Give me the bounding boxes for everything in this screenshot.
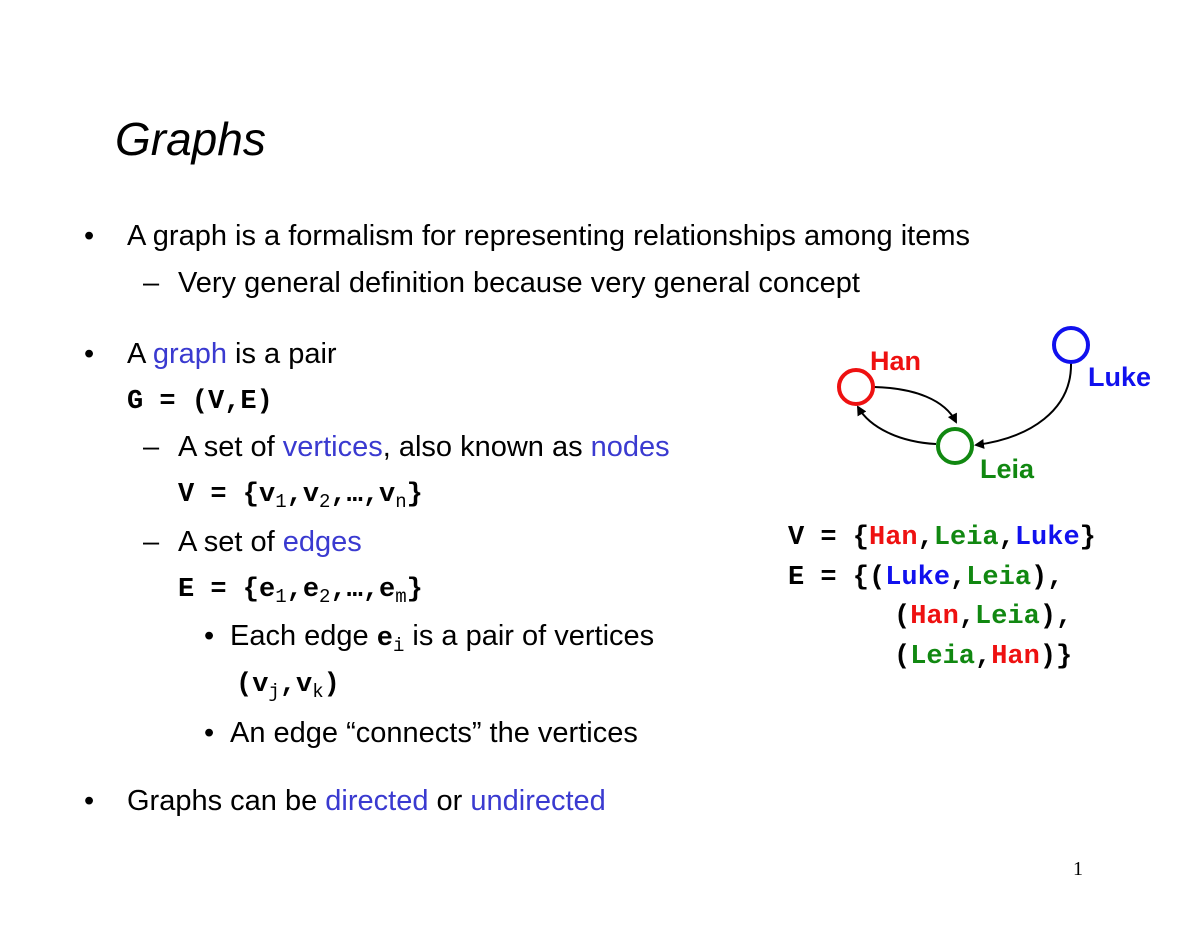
- subscript: 2: [319, 586, 331, 608]
- text-segment: ,v: [286, 480, 320, 510]
- dash-glyph: –: [143, 267, 160, 299]
- text-segment: V = {v: [178, 480, 276, 510]
- term-vertices: vertices: [282, 431, 383, 463]
- edge-set-line-2: (Han,Leia),: [894, 602, 1072, 632]
- vertices-line: A set of vertices, also known as nodes: [178, 431, 670, 464]
- text-segment: A: [127, 338, 153, 370]
- page-number: 1: [1073, 858, 1083, 880]
- vertex-han: Han: [869, 523, 918, 553]
- bullet-3-text: Graphs can be directed or undirected: [127, 785, 606, 818]
- formula-vjvk: (vj,vk): [236, 670, 340, 703]
- term-edges: edges: [282, 526, 362, 558]
- slide-title: Graphs: [115, 113, 266, 165]
- node-han: [837, 368, 875, 406]
- text-segment: ,: [917, 523, 934, 553]
- vertex-leia: Leia: [975, 602, 1040, 632]
- text-segment: ,: [975, 642, 992, 672]
- text-segment: )}: [1039, 642, 1073, 672]
- graph-diagram: Han Leia Luke: [837, 326, 1151, 484]
- vertex-luke: Luke: [885, 563, 951, 593]
- text-segment: }: [1079, 523, 1096, 553]
- text-segment: ,v: [279, 670, 313, 700]
- subscript: 1: [275, 586, 287, 608]
- node-luke: [1052, 326, 1090, 364]
- subscript: j: [268, 681, 280, 703]
- formula-v: V = {v1,v2,…,vn}: [178, 480, 423, 513]
- text-segment: ,: [950, 563, 967, 593]
- text-segment: ,: [998, 523, 1015, 553]
- text-segment: ,: [958, 602, 976, 632]
- bullet-glyph: •: [204, 717, 215, 749]
- bullet-1-sub-text: Very general definition because very gen…: [178, 267, 860, 299]
- text-segment: }: [406, 480, 423, 510]
- text-segment: ): [323, 670, 340, 700]
- text-segment: ,…,v: [330, 480, 396, 510]
- bullet-glyph: •: [204, 620, 215, 652]
- vertex-leia: Leia: [966, 563, 1032, 593]
- text-segment: A set of: [178, 526, 283, 558]
- vertex-leia: Leia: [910, 642, 976, 672]
- text-segment: Each edge: [230, 620, 377, 652]
- text-segment: e: [376, 624, 393, 654]
- text-segment: }: [406, 575, 423, 605]
- edge-pair-line: Each edge ei is a pair of vertices: [230, 620, 654, 657]
- vertex-han: Han: [910, 602, 959, 632]
- edges-line: A set of edges: [178, 526, 362, 559]
- node-label-luke: Luke: [1088, 362, 1151, 392]
- text-segment: , also known as: [382, 431, 591, 463]
- dash-glyph: –: [143, 526, 160, 558]
- subscript: 1: [275, 491, 287, 513]
- vertex-set: V = {Han,Leia,Luke}: [788, 523, 1096, 553]
- text-segment: or: [428, 785, 471, 817]
- code-e: ei: [376, 624, 405, 657]
- dash-glyph: –: [143, 431, 160, 463]
- bullet-2-text: A graph is a pair: [127, 338, 337, 371]
- text-segment: ,e: [286, 575, 320, 605]
- edge-set-line-3: (Leia,Han)}: [894, 642, 1072, 672]
- formula-e: E = {e1,e2,…,em}: [178, 575, 423, 608]
- text-segment: is a pair: [226, 338, 337, 370]
- text-segment: (: [894, 602, 911, 632]
- subscript: 2: [319, 491, 331, 513]
- edge-leia-han: [857, 405, 937, 445]
- node-label-leia: Leia: [980, 454, 1035, 484]
- node-leia: [936, 427, 974, 465]
- term-nodes: nodes: [590, 431, 670, 463]
- vertex-han: Han: [991, 642, 1040, 672]
- edge-connects-line: An edge “connects” the vertices: [230, 717, 638, 749]
- subscript: m: [395, 586, 407, 608]
- text-segment: is a pair of vertices: [404, 620, 655, 652]
- term-directed: directed: [325, 785, 429, 817]
- text-segment: (v: [236, 670, 269, 700]
- node-label-han: Han: [870, 346, 921, 376]
- text-segment: (: [894, 642, 911, 672]
- text-segment: Graphs can be: [127, 785, 326, 817]
- edge-set-line-1: E = {(Luke,Leia),: [788, 563, 1063, 593]
- text-segment: E = {(: [788, 563, 886, 593]
- subscript: i: [392, 635, 405, 657]
- formula-g: G = (V,E): [127, 387, 273, 417]
- subscript: n: [395, 491, 407, 513]
- subscript: k: [312, 681, 324, 703]
- bullet-glyph: •: [84, 785, 95, 817]
- text-segment: ,…,e: [330, 575, 396, 605]
- text-segment: ),: [1031, 563, 1064, 593]
- text-segment: A set of: [178, 431, 283, 463]
- term-undirected: undirected: [470, 785, 606, 817]
- text-segment: ),: [1039, 602, 1073, 632]
- text-segment: E = {e: [178, 575, 276, 605]
- vertex-leia: Leia: [933, 523, 999, 553]
- term-graph: graph: [152, 338, 227, 370]
- edge-han-leia: [873, 386, 957, 424]
- bullet-1-text: A graph is a formalism for representing …: [127, 220, 970, 252]
- edge-luke-leia: [974, 362, 1073, 449]
- vertex-luke: Luke: [1014, 523, 1080, 553]
- bullet-glyph: •: [84, 338, 95, 370]
- bullet-glyph: •: [84, 220, 95, 252]
- text-segment: V = {: [788, 523, 870, 553]
